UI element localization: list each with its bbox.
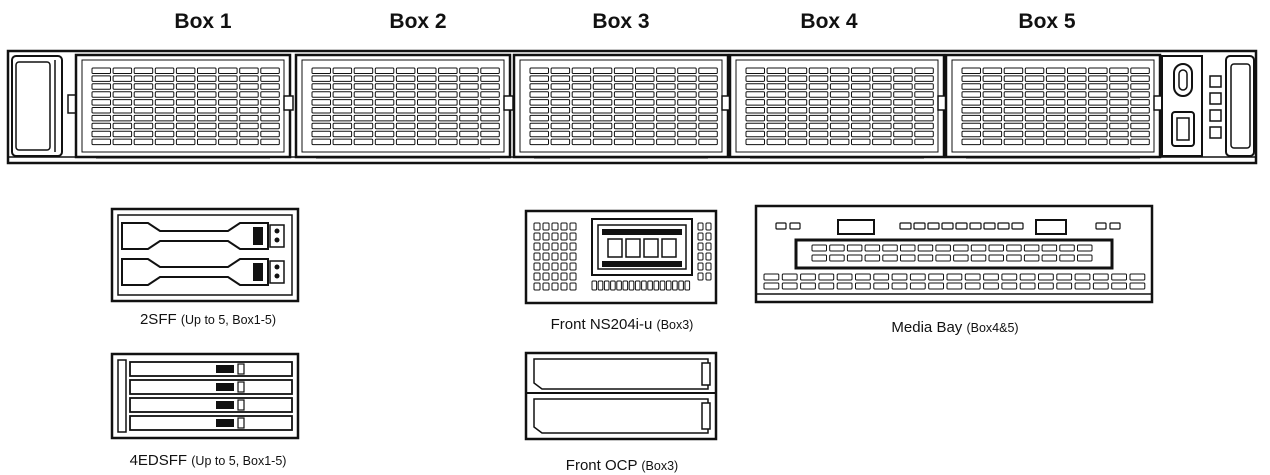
server-chassis-front xyxy=(6,49,1258,165)
ns204-name: Front NS204i-u xyxy=(550,316,653,333)
bay-label-3: Box 3 xyxy=(592,10,650,33)
vent-grid xyxy=(745,67,934,146)
ocp-note: (Box3) xyxy=(641,459,679,473)
bay-label-4: Box 4 xyxy=(800,10,858,33)
media-caption: Media Bay (Box4&5) xyxy=(840,319,1070,336)
sff2-name: 2SFF xyxy=(139,311,177,328)
bay-label-2: Box 2 xyxy=(389,10,447,33)
edsff4-name: 4EDSFF xyxy=(129,452,188,469)
drive-bay-5 xyxy=(944,53,1164,159)
media-bay-module xyxy=(754,204,1154,304)
drive-bay-1 xyxy=(74,53,294,159)
edsff4-note: (Up to 5, Box1-5) xyxy=(191,454,287,468)
left-rack-ear xyxy=(11,55,77,157)
drive-bay-4 xyxy=(728,53,948,159)
vent-grid xyxy=(91,67,280,146)
edsff4-drive-cage xyxy=(110,352,300,440)
drive-bays xyxy=(74,53,1164,159)
vent-grid xyxy=(961,67,1150,146)
ns204-module xyxy=(524,209,718,305)
ocp-name: Front OCP xyxy=(565,457,638,474)
sff2-caption: 2SFF (Up to 5, Box1-5) xyxy=(110,311,306,328)
drive-bay-2 xyxy=(294,53,514,159)
ocp-module xyxy=(524,351,718,441)
ns204-note: (Box3) xyxy=(656,318,694,332)
media-note: (Box4&5) xyxy=(966,321,1019,335)
media-name: Media Bay xyxy=(891,319,963,336)
drive-bay-3 xyxy=(512,53,732,159)
vent-grid xyxy=(529,67,718,146)
edsff4-caption: 4EDSFF (Up to 5, Box1-5) xyxy=(110,452,306,469)
bay-label-1: Box 1 xyxy=(174,10,232,33)
ocp-caption: Front OCP (Box3) xyxy=(514,457,730,474)
sff2-note: (Up to 5, Box1-5) xyxy=(180,313,277,327)
sff2-drive-cage xyxy=(110,207,300,303)
ns204-caption: Front NS204i-u (Box3) xyxy=(514,316,730,333)
front-control-panel xyxy=(1161,55,1222,157)
bay-label-5: Box 5 xyxy=(1018,10,1076,33)
right-rack-ear xyxy=(1225,55,1255,157)
vent-grid xyxy=(311,67,500,146)
